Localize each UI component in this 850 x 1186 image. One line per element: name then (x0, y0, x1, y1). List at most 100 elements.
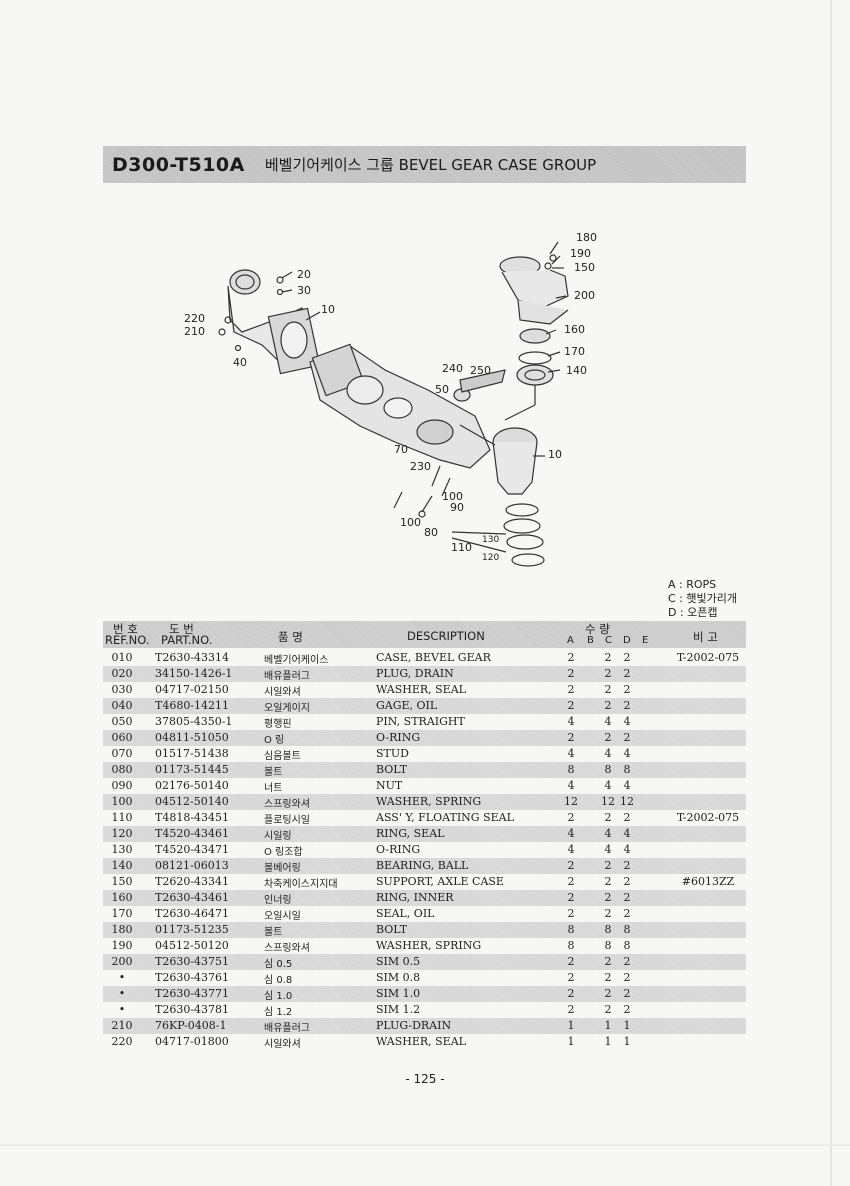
qty-c: 4 (604, 827, 612, 840)
part-no: T4520-43471 (155, 843, 230, 856)
ref-header-kor: 번 호 (113, 622, 138, 636)
ref-header: REF.NO. (105, 633, 150, 647)
legend-item-a: A : ROPS (668, 578, 717, 591)
qty-a: 2 (567, 699, 575, 712)
callout-160: 160 (564, 323, 585, 336)
qty-a: 1 (567, 1035, 575, 1048)
qty-a: 1 (567, 1019, 575, 1032)
callout-80: 80 (424, 526, 438, 539)
korean-name: 평행핀 (264, 719, 292, 730)
qty-header-kor: 수 량 (585, 622, 610, 636)
description: WASHER, SEAL (376, 683, 466, 696)
qty-d: 2 (623, 651, 631, 664)
description: WASHER, SEAL (376, 1035, 466, 1048)
description: WASHER, SPRING (376, 795, 482, 808)
korean-name: 심 0.5 (264, 959, 293, 970)
ref-no: 220 (111, 1035, 133, 1048)
qty-a: 4 (567, 827, 575, 840)
callout-170: 170 (564, 345, 585, 358)
part-no: 04512-50120 (155, 939, 229, 952)
group-code: D300-T510A (112, 153, 245, 176)
description: BOLT (376, 923, 408, 936)
remark: #6013ZZ (681, 875, 735, 888)
korean-name: 오일시일 (264, 911, 301, 922)
part-no: T2620-43341 (155, 875, 230, 888)
callout-230: 230 (410, 460, 431, 473)
callout-210: 210 (184, 325, 205, 338)
qty-d: 12 (620, 795, 634, 808)
ref-no: 140 (111, 859, 133, 872)
part-no: 01173-51445 (155, 763, 229, 776)
qty-a: 2 (567, 875, 575, 888)
korean-name: 스프링와셔 (264, 799, 310, 810)
remark: T-2002-075 (676, 651, 740, 664)
qty-c: 4 (604, 779, 612, 792)
legend: A : ROPS C : 햇빛가리개 D : 오픈캡 (668, 578, 737, 620)
korean-name: 시일와셔 (264, 687, 301, 698)
qty-c: 2 (604, 971, 612, 984)
ref-no: 170 (111, 907, 133, 920)
qty-a: 2 (567, 811, 575, 824)
qty-d: 4 (623, 827, 631, 840)
qty-a: 2 (567, 955, 575, 968)
korean-name: 베벨기어케이스 (264, 655, 329, 666)
qty-d: 2 (623, 907, 631, 920)
qty-c: 2 (604, 699, 612, 712)
qty-a: 2 (567, 987, 575, 1000)
ref-no: • (118, 971, 126, 984)
description: ASS' Y, FLOATING SEAL (376, 811, 514, 824)
korean-name: 심 0.8 (264, 975, 293, 986)
qty-d: 2 (623, 891, 631, 904)
qty-c: 8 (604, 763, 612, 776)
korean-name: 볼트 (264, 927, 283, 938)
ref-no: 070 (111, 747, 133, 760)
qty-d: 2 (623, 683, 631, 696)
qty-a: 2 (567, 891, 575, 904)
part-no: T2630-43771 (155, 987, 230, 1000)
qty-d: 2 (623, 731, 631, 744)
ref-no: 050 (111, 715, 133, 728)
page-edge (0, 1144, 850, 1146)
part-no: 01173-51235 (155, 923, 229, 936)
qty-col-c: C (605, 635, 612, 646)
page-edge (830, 0, 832, 1186)
qty-d: 2 (623, 1003, 631, 1016)
description: WASHER, SPRING (376, 939, 482, 952)
qty-a: 2 (567, 907, 575, 920)
qty-c: 2 (604, 955, 612, 968)
qty-a: 4 (567, 779, 575, 792)
qty-d: 2 (623, 955, 631, 968)
qty-a: 8 (567, 939, 575, 952)
callout-200: 200 (574, 289, 595, 302)
qty-d: 8 (623, 923, 631, 936)
qty-d: 2 (623, 699, 631, 712)
qty-c: 2 (604, 987, 612, 1000)
korean-name: 심 1.2 (264, 1007, 293, 1018)
ref-no: 030 (111, 683, 133, 696)
callout-20: 20 (297, 268, 311, 281)
qty-c: 2 (604, 891, 612, 904)
qty-c: 2 (604, 907, 612, 920)
description: PLUG, DRAIN (376, 667, 454, 680)
qty-a: 2 (567, 683, 575, 696)
ref-no: • (118, 1003, 126, 1016)
qty-c: 2 (604, 683, 612, 696)
part-no: 08121-06013 (155, 859, 229, 872)
qty-d: 2 (623, 875, 631, 888)
legend-item-d: D : 오픈캡 (668, 606, 718, 619)
part-no: 76KP-0408-1 (155, 1019, 227, 1032)
